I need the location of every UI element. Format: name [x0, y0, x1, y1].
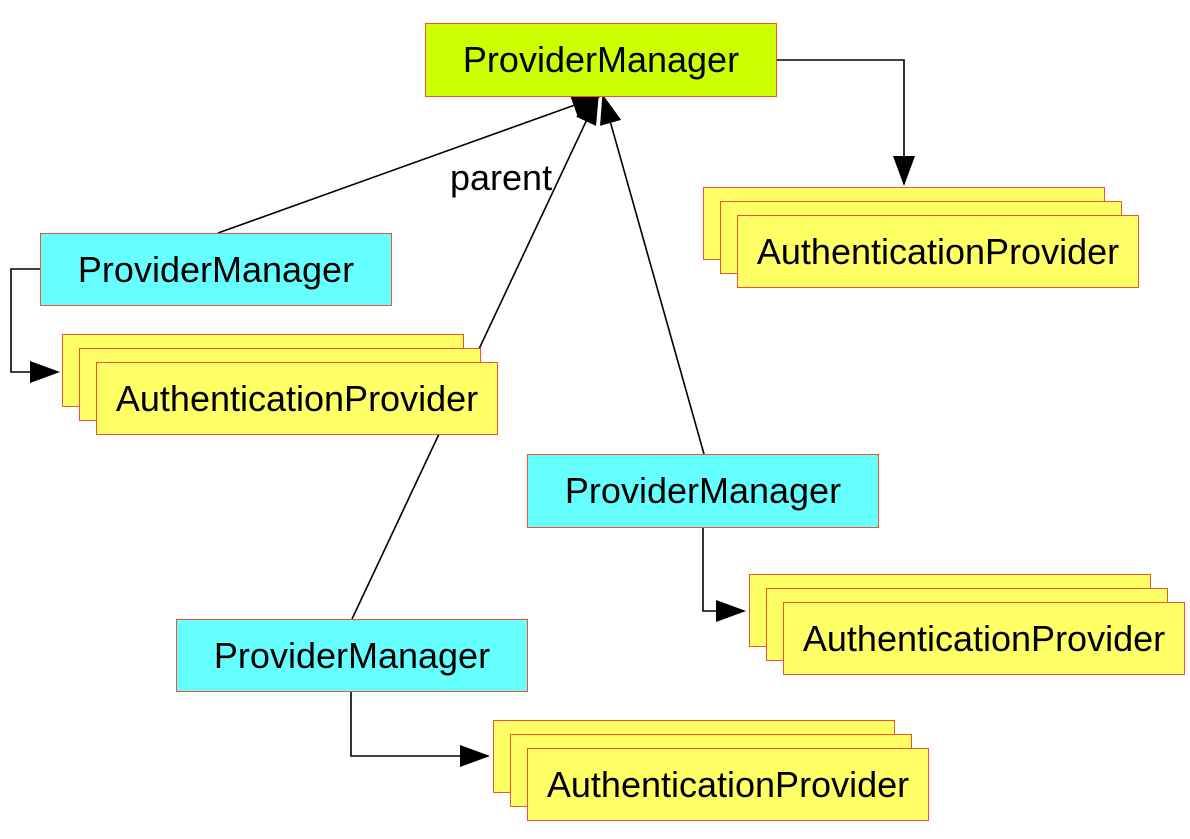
node-label: ProviderManager [213, 634, 491, 676]
node-parent-provider-manager: ProviderManager [425, 23, 777, 97]
stack-layer-front: AuthenticationProvider [737, 215, 1139, 288]
node-label: ProviderManager [462, 39, 740, 80]
edge-bottom-manager-to-bottom-providers [350, 691, 490, 767]
node-label: ProviderManager [77, 248, 355, 290]
node-right-provider-manager: ProviderManager [527, 454, 879, 528]
edge-parent-to-top-right-providers [777, 59, 915, 186]
node-left-provider-manager: ProviderManager [40, 233, 392, 306]
node-bottom-provider-manager: ProviderManager [176, 619, 528, 692]
node-label: AuthenticationProvider [756, 230, 1120, 272]
edge-right-manager-to-parent [600, 94, 705, 455]
stack-layer-front: AuthenticationProvider [527, 748, 929, 821]
node-label: ProviderManager [564, 470, 842, 511]
stack-bottom-right-auth-providers: AuthenticationProvider [749, 574, 1185, 675]
stack-layer-front: AuthenticationProvider [783, 602, 1185, 675]
node-label: AuthenticationProvider [802, 617, 1166, 659]
edge-left-manager-to-left-providers [10, 268, 60, 383]
node-label: AuthenticationProvider [546, 763, 910, 805]
edge-left-manager-to-parent [217, 95, 602, 234]
stack-left-auth-providers: AuthenticationProvider [62, 334, 498, 435]
edge-right-manager-to-bottom-right-providers [702, 528, 746, 622]
stack-layer-front: AuthenticationProvider [96, 362, 498, 435]
edge-label-parent: parent [450, 157, 553, 198]
stack-bottom-auth-providers: AuthenticationProvider [493, 720, 929, 821]
stack-top-right-auth-providers: AuthenticationProvider [703, 187, 1139, 288]
node-label: AuthenticationProvider [115, 377, 479, 419]
